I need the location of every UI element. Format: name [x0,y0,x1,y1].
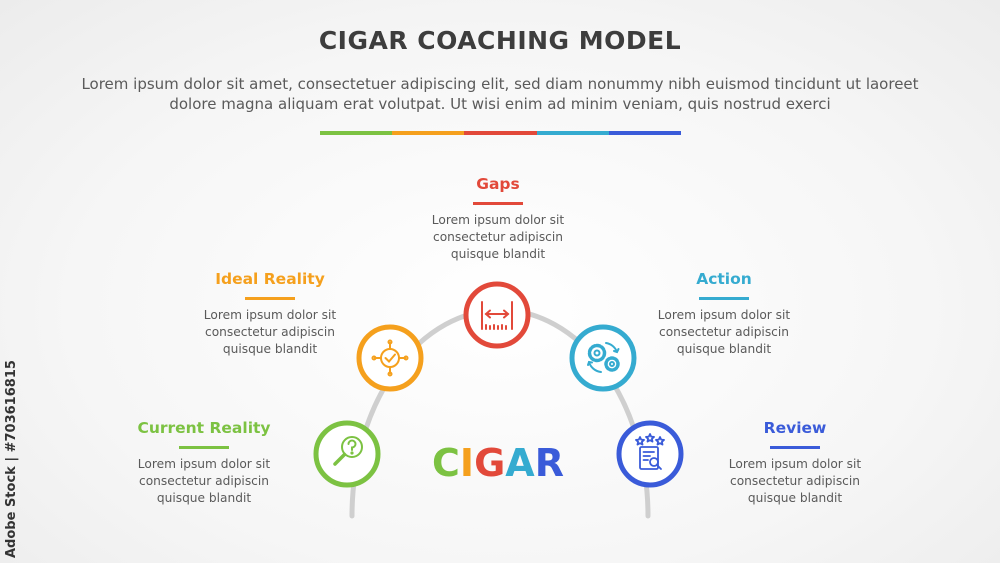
title-color-bar [320,131,682,135]
magnifier-question-icon [333,436,363,466]
title-bar-segment-blue [608,131,682,135]
cigar-letter-c: C [432,441,460,485]
step-description: Lorem ipsum dolor sit consectetur adipis… [398,212,598,263]
circle-action [569,324,637,392]
title-bar-segment-red [464,131,537,135]
step-underline [770,446,820,449]
title-bar-segment-green [320,131,393,135]
step-line: consectetur adipiscin [139,474,269,488]
circle-ideal-reality [356,324,424,392]
step-description: Lorem ipsum dolor sit consectetur adipis… [170,307,370,358]
rated-document-icon [635,433,665,470]
title-bar-segment-teal [536,131,609,135]
step-gaps: Gaps Lorem ipsum dolor sit consectetur a… [398,175,598,263]
cigar-word: CIGAR [432,441,564,485]
circle-current-reality [313,420,381,488]
step-title: Review [763,419,827,437]
step-line: consectetur adipiscin [433,230,563,244]
step-title: Gaps [476,175,520,193]
title-bar-segment-orange [392,131,465,135]
step-line: Lorem ipsum dolor sit [203,308,337,322]
step-review: Review Lorem ipsum dolor sit consectetur… [695,419,895,507]
page-title: CIGAR COACHING MODEL [318,26,682,55]
step-underline [179,446,229,449]
step-underline [245,297,295,300]
cigar-letter-g: G [474,441,505,485]
circle-review [616,420,684,488]
step-line: consectetur adipiscin [205,325,335,339]
step-line: consectetur adipiscin [659,325,789,339]
step-description: Lorem ipsum dolor sit consectetur adipis… [104,456,304,507]
cigar-letter-i: I [460,441,474,485]
cigar-letter-r: R [535,441,564,485]
stock-watermark: Adobe Stock | #703616815 [4,360,19,558]
step-line: Lorem ipsum dolor sit [728,457,862,471]
step-title: Current Reality [137,419,271,437]
step-line: quisque blandit [156,491,252,505]
cigar-letter-a: A [505,441,535,485]
step-line: quisque blandit [676,342,772,356]
step-underline [473,202,523,205]
step-line: quisque blandit [222,342,318,356]
step-line: Lorem ipsum dolor sit [431,213,565,227]
step-action: Action Lorem ipsum dolor sit consectetur… [624,270,824,358]
step-line: quisque blandit [450,247,546,261]
step-line: quisque blandit [747,491,843,505]
step-current-reality: Current Reality Lorem ipsum dolor sit co… [104,419,304,507]
step-line: Lorem ipsum dolor sit [137,457,271,471]
target-check-icon [371,339,409,377]
step-title: Action [696,270,752,288]
circle-gaps [463,281,531,349]
step-line: consectetur adipiscin [730,474,860,488]
step-line: Lorem ipsum dolor sit [657,308,791,322]
intro-text: Lorem ipsum dolor sit amet, consectetuer… [81,75,919,113]
step-description: Lorem ipsum dolor sit consectetur adipis… [624,307,824,358]
step-underline [699,297,749,300]
step-description: Lorem ipsum dolor sit consectetur adipis… [695,456,895,507]
step-title: Ideal Reality [215,270,325,288]
step-ideal-reality: Ideal Reality Lorem ipsum dolor sit cons… [170,270,370,358]
gap-measure-icon [481,301,513,330]
gears-icon [587,342,620,373]
